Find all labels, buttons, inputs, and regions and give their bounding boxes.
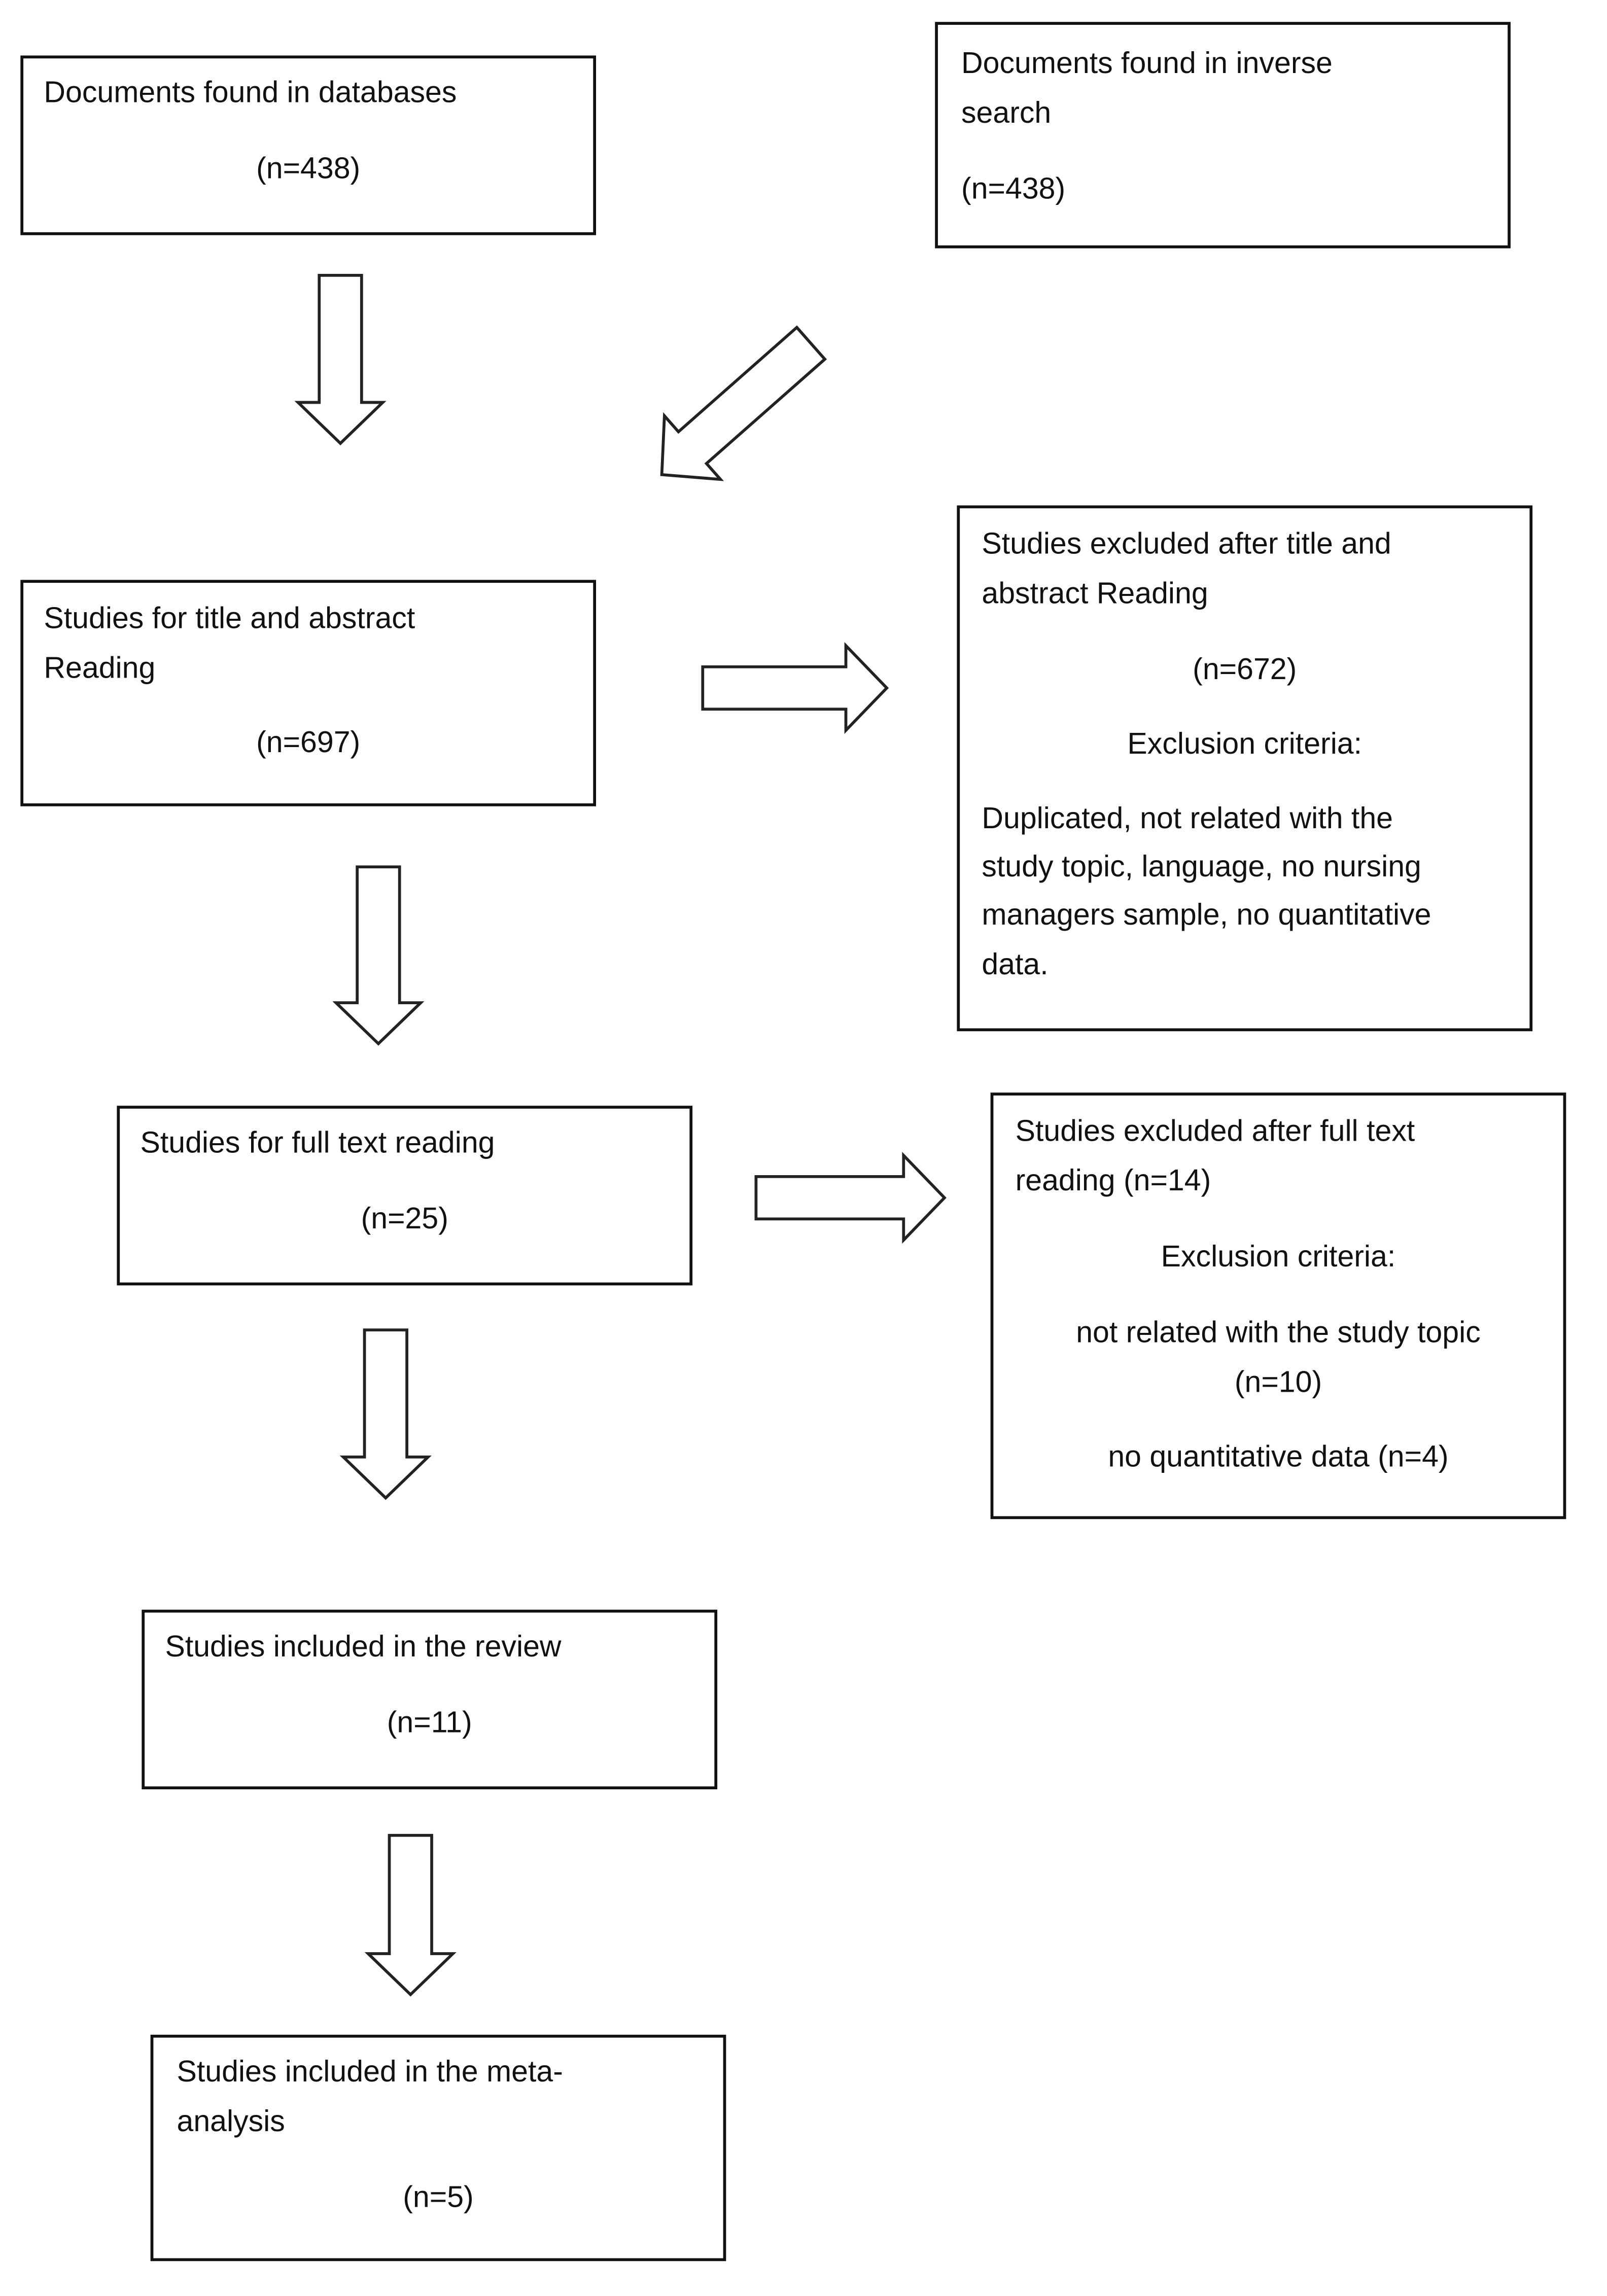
box-excluded-full-text: Studies excluded after full text reading… [990, 1092, 1566, 1520]
arrow-right-icon [701, 642, 889, 734]
box-label: Documents found in databases [44, 76, 457, 110]
criteria-line: Duplicated, not related with the [982, 802, 1393, 836]
box-count: (n=438) [256, 152, 361, 186]
arrow-diagonal-icon [660, 325, 827, 481]
arrow-down-icon [339, 1328, 432, 1500]
box-count: (n=672) [1193, 653, 1297, 687]
box-count: (n=438) [961, 172, 1066, 206]
box-label-2: Reading [44, 651, 156, 685]
arrow-down-icon [332, 865, 425, 1046]
box-count: (n=25) [361, 1202, 448, 1236]
box-label-2: search [961, 96, 1052, 130]
box-count: (n=11) [387, 1706, 472, 1740]
criteria-label: Exclusion criteria: [1161, 1240, 1396, 1274]
criteria-line: not related with the study topic [1076, 1316, 1481, 1350]
criteria-line: managers sample, no quantitative [982, 898, 1431, 932]
arrow-down-icon [294, 274, 387, 446]
box-label-2: reading (n=14) [1015, 1164, 1211, 1198]
box-count: (n=697) [256, 726, 361, 760]
box-review: Studies included in the review (n=11) [142, 1609, 718, 1790]
box-full-text: Studies for full text reading (n=25) [117, 1106, 693, 1286]
criteria-label: Exclusion criteria: [1127, 727, 1363, 761]
box-label: Studies excluded after title and [982, 527, 1391, 561]
box-meta-analysis: Studies included in the meta- analysis (… [150, 2034, 726, 2262]
box-databases: Documents found in databases (n=438) [20, 55, 597, 235]
criteria-line: no quantitative data (n=4) [1108, 1440, 1449, 1474]
box-label: Studies included in the review [165, 1630, 562, 1664]
box-inverse-search: Documents found in inverse search (n=438… [935, 22, 1511, 249]
box-label-2: analysis [177, 2105, 285, 2139]
arrow-down-icon [364, 1833, 457, 1997]
box-excluded-title-abstract: Studies excluded after title and abstrac… [957, 505, 1533, 1032]
criteria-count: (n=10) [1234, 1365, 1322, 1400]
criteria-line: data. [982, 948, 1049, 982]
box-label: Studies excluded after full text [1015, 1114, 1415, 1148]
criteria-line: study topic, language, no nursing [982, 850, 1421, 884]
box-label-2: abstract Reading [982, 577, 1208, 611]
box-label: Documents found in inverse [961, 47, 1333, 81]
box-count: (n=5) [403, 2180, 474, 2215]
box-label: Studies included in the meta- [177, 2055, 563, 2089]
box-label: Studies for title and abstract [44, 602, 415, 635]
box-label: Studies for full text reading [140, 1126, 495, 1160]
arrow-right-icon [754, 1151, 947, 1244]
box-title-abstract: Studies for title and abstract Reading (… [20, 580, 597, 806]
